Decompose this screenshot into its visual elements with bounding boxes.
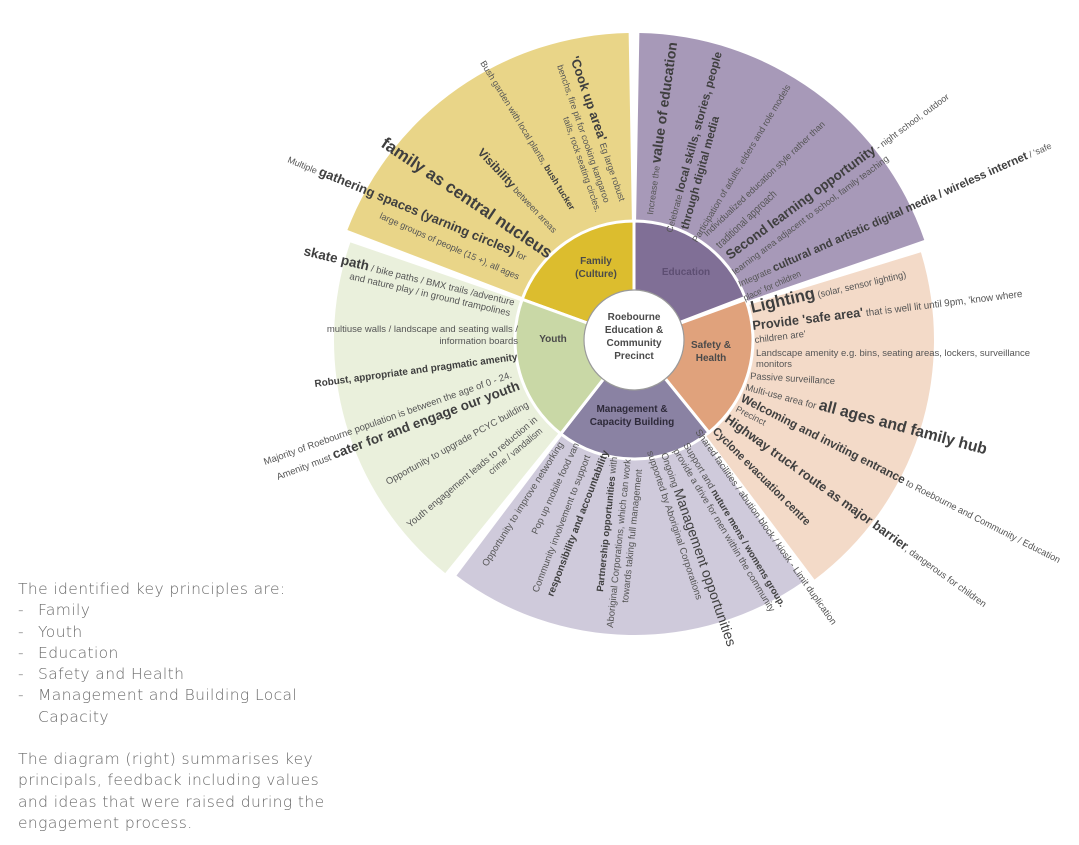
- bullet-dash: -: [18, 686, 24, 705]
- youth-outer-sector: [333, 242, 560, 574]
- safety-note-line: monitors: [756, 359, 792, 370]
- center-title-line: Roebourne: [608, 312, 661, 323]
- intro-text: The identified key principles are:: [18, 580, 286, 598]
- family-label: (Culture): [575, 269, 617, 280]
- bullet-dash: -: [18, 622, 24, 641]
- family-label: Family: [580, 256, 612, 267]
- management-label: Capacity Building: [590, 417, 674, 428]
- note-text: Landscape amenity e.g. bins, seating are…: [756, 348, 1030, 359]
- note-text: - night school, outdoor: [872, 92, 951, 154]
- principle-label: Capacity: [38, 707, 109, 726]
- management-outer-sector: [456, 434, 804, 635]
- center-title-line: Precinct: [614, 351, 654, 362]
- bullet-dash: -: [18, 601, 24, 620]
- principle-label: Education: [38, 643, 119, 662]
- principle-label: Management and Building Local: [38, 686, 298, 705]
- note-text: multiuse walls / landscape and seating w…: [327, 324, 519, 335]
- principle-item: -Family: [18, 600, 325, 621]
- principle-item: -Youth: [18, 622, 325, 643]
- center-title-line: Education &: [605, 325, 663, 336]
- youth-note-line: multiuse walls / landscape and seating w…: [327, 324, 519, 335]
- safety-label: Health: [696, 353, 727, 364]
- note-text: Multiple: [286, 155, 321, 177]
- principle-label: Youth: [38, 622, 83, 641]
- note-text: to Roebourne and Community / Education: [902, 477, 1062, 565]
- note-text: monitors: [756, 359, 792, 370]
- safety-label: Safety &: [691, 340, 731, 351]
- principle-label: Family: [38, 601, 91, 620]
- center-circle: [583, 289, 685, 391]
- management-label: Management &: [596, 404, 667, 415]
- note-text: with: [607, 456, 620, 477]
- safety-outer-sector: [705, 252, 934, 580]
- education-outer-sector: [636, 33, 925, 302]
- principle-item: -Management and Building Local: [18, 685, 325, 706]
- principle-item: -Safety and Health: [18, 664, 325, 685]
- youth-note-line: information boards: [439, 336, 518, 347]
- summary-line: principals, feedback including values: [18, 771, 320, 790]
- summary-line: and ideas that were raised during the: [18, 792, 325, 811]
- bullet-dash: -: [18, 665, 24, 684]
- management-inner-sector: [558, 337, 711, 461]
- family-outer-sector: [347, 33, 632, 298]
- note-text: information boards: [439, 336, 518, 347]
- principle-label: Safety and Health: [38, 665, 185, 684]
- summary-line: engagement process.: [18, 813, 193, 832]
- youth-label: Youth: [539, 334, 567, 345]
- principle-item-continued: Capacity: [18, 707, 325, 728]
- note-text: , dangerous for children: [903, 543, 989, 609]
- note-text: for: [512, 248, 528, 262]
- key-principles-text: The identified key principles are: -Fami…: [18, 579, 325, 834]
- principle-item: -Education: [18, 643, 325, 664]
- center-title-line: Community: [607, 338, 662, 349]
- safety-note-line: Landscape amenity e.g. bins, seating are…: [756, 348, 1030, 359]
- safety-note-line: Passive surveillance: [750, 371, 835, 387]
- note-text: Passive surveillance: [750, 371, 835, 387]
- center-title: Roebourne Education & Community Precinct: [605, 312, 663, 362]
- bullet-dash: -: [18, 643, 24, 662]
- summary-line: The diagram (right) summarises key: [18, 750, 314, 769]
- education-label: Education: [662, 267, 710, 278]
- note-text: / 'safe: [1025, 141, 1053, 161]
